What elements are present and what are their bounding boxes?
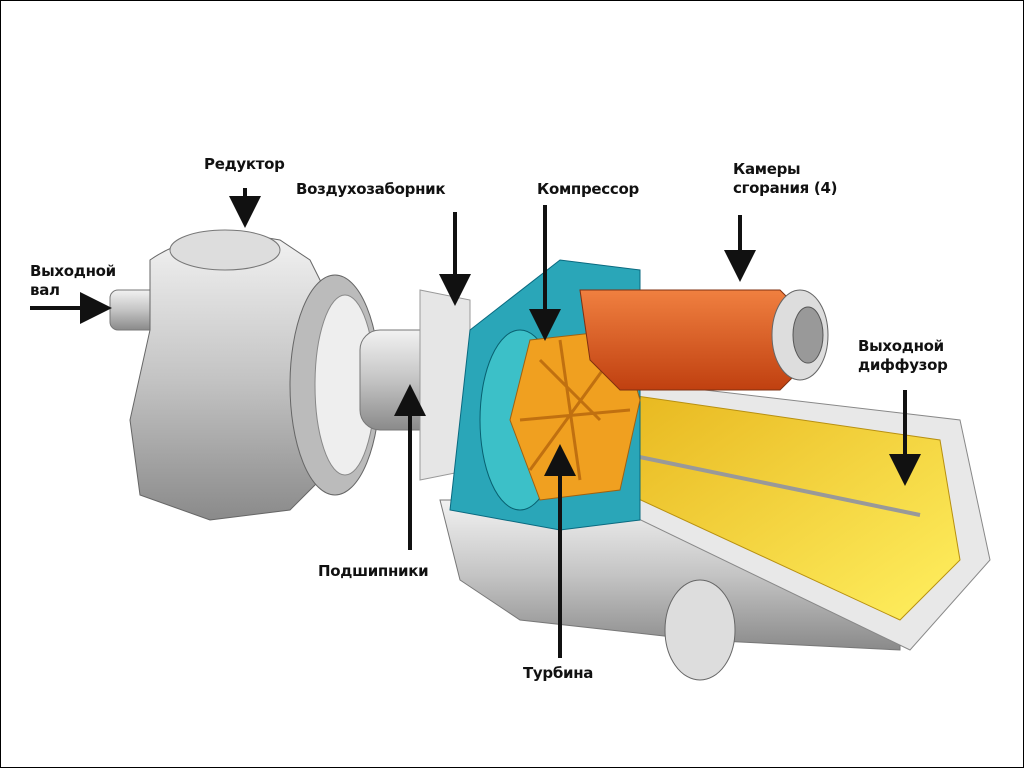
label-turbine: Турбина (523, 664, 594, 682)
label-exhaust-diffuser: Выходной диффузор (858, 337, 948, 375)
label-line: вал (30, 281, 60, 299)
combustion-chamber-end-inner (792, 306, 824, 364)
label-output-shaft: Выходной вал (30, 262, 116, 300)
label-gearbox: Редуктор (204, 155, 285, 173)
label-line: сгорания (4) (733, 179, 838, 197)
lower-combustor-end (664, 579, 736, 681)
label-line: Выходной (30, 262, 116, 280)
label-line: Выходной (858, 337, 944, 355)
turbine-blades (519, 339, 631, 481)
label-bearings: Подшипники (318, 562, 429, 580)
label-compressor: Компрессор (537, 180, 639, 198)
gearbox-top-cover (169, 229, 281, 271)
combustion-chamber (579, 289, 801, 391)
label-line: диффузор (858, 356, 948, 374)
label-line: Камеры (733, 160, 801, 178)
label-air-intake: Воздухозаборник (296, 180, 446, 198)
turbine-shaft (629, 453, 921, 517)
label-combustion-chambers: Камеры сгорания (4) (733, 160, 837, 198)
